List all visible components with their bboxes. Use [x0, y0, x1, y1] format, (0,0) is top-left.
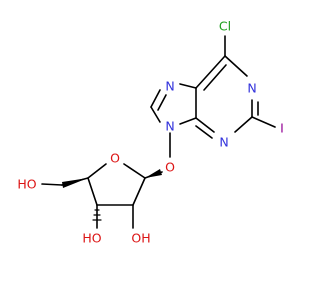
bond-c6-n1 — [224, 55, 248, 77]
atom-oh-2: OH — [131, 231, 150, 246]
atom-labels: Cl N N N N I O O HO HO OH — [17, 19, 283, 246]
atom-i: I — [280, 121, 284, 136]
atom-n9: N — [165, 119, 174, 134]
bond-c5p-oh — [41, 183, 63, 186]
bond-c2-n3 — [234, 116, 253, 133]
atom-o-ring: O — [110, 151, 120, 166]
atom-oh-ch2: HO — [17, 177, 36, 192]
atom-oh-3: HO — [82, 231, 101, 246]
bond-c2p-c1p — [132, 177, 146, 206]
bond-n9-c4 — [179, 117, 197, 125]
bond-c4p-c3p — [87, 177, 98, 206]
bond-c8-n9 — [150, 106, 161, 123]
bond-c5-n7 — [179, 83, 197, 89]
bond-c2-i — [251, 116, 276, 128]
bond-oring-c4p — [87, 163, 107, 179]
bond-n3-c4 — [195, 117, 215, 133]
bond-n3-c4-double — [195, 125, 213, 139]
bond-n7-c8-double — [157, 94, 167, 111]
bond-c5-c6 — [195, 55, 226, 89]
atom-n3: N — [219, 135, 228, 150]
bond-layer — [41, 35, 276, 229]
molecule-structure: Cl N N N N I O O HO HO OH — [17, 19, 283, 246]
bond-n7-c8 — [150, 89, 161, 108]
wedge-c1p-o — [145, 169, 162, 178]
atom-n7: N — [165, 79, 174, 94]
atom-cl: Cl — [219, 19, 231, 34]
atom-n1: N — [247, 81, 256, 96]
hash-c3p-oh — [92, 209, 102, 221]
atom-o-link: O — [165, 160, 175, 175]
bond-c1p-oring — [123, 163, 146, 179]
wedge-layer — [62, 169, 162, 221]
bond-c5-c6-double — [203, 64, 227, 91]
wedge-c4p-c5p — [62, 178, 88, 188]
